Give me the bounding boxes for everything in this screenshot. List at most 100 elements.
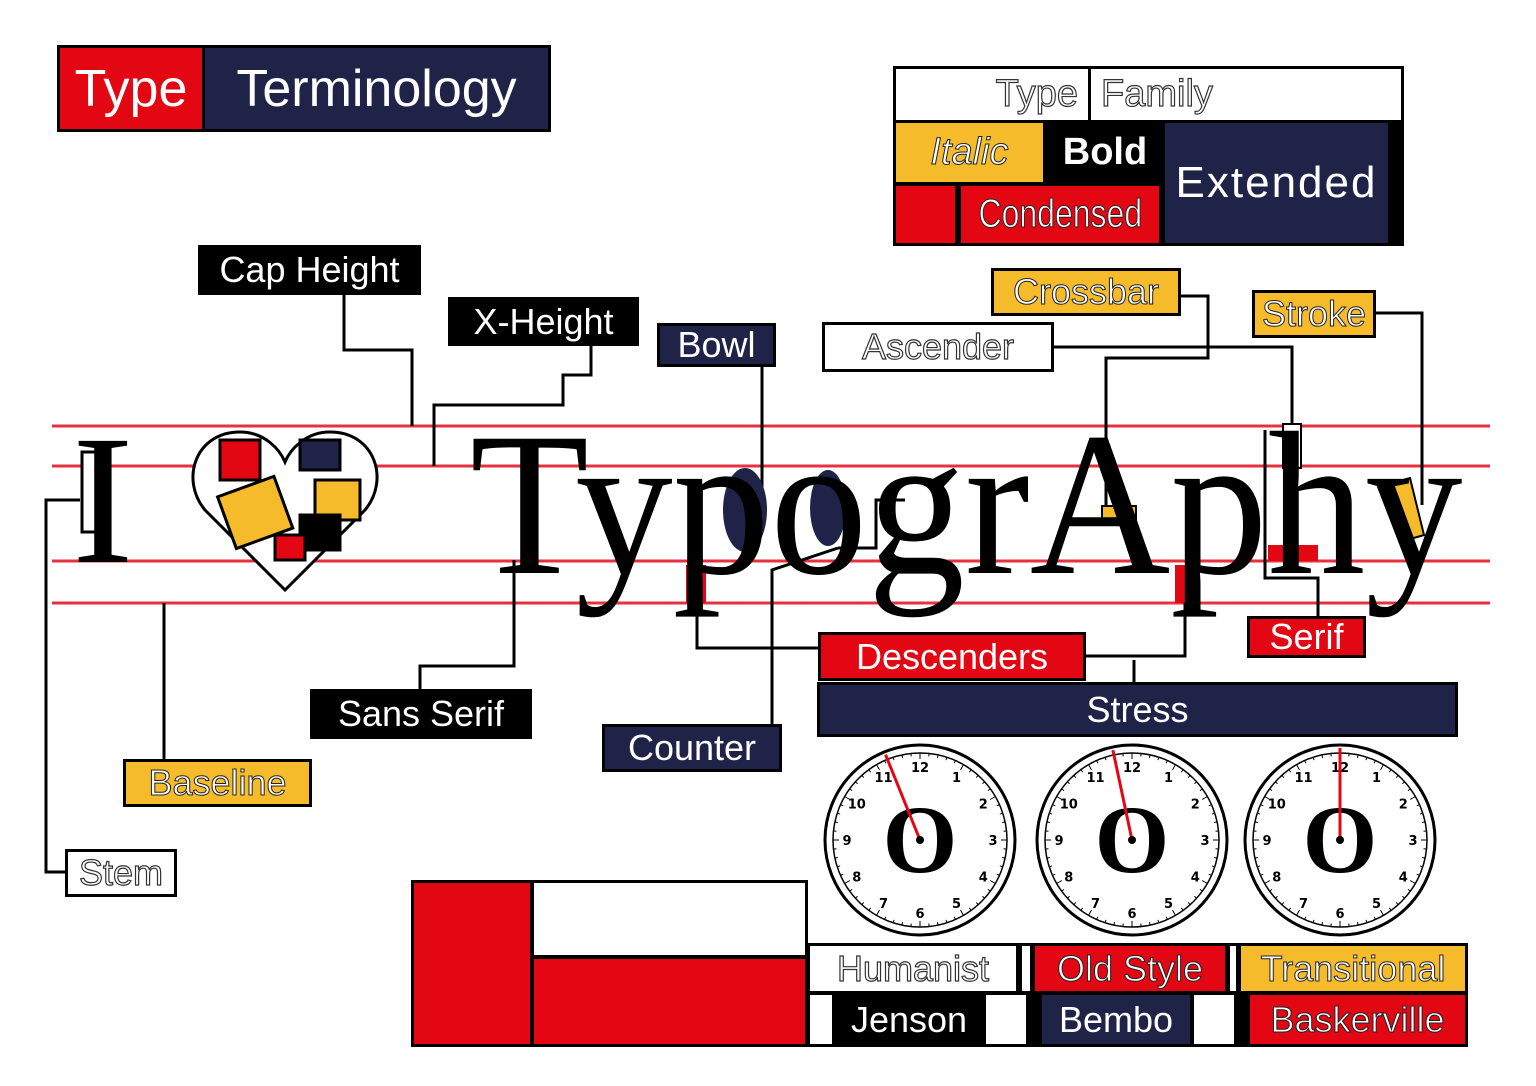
clock-number: 9	[1054, 834, 1063, 849]
clock-number: 5	[1164, 897, 1173, 912]
clock-center	[916, 836, 924, 844]
mondrian-red-bottom	[534, 959, 805, 1044]
bowl-highlight	[723, 468, 767, 552]
white-strip	[810, 995, 832, 1044]
clock-tick	[1061, 888, 1065, 892]
clock-tick	[989, 796, 996, 800]
clock-tick	[1199, 888, 1203, 892]
clock-tick	[1056, 796, 1063, 800]
clock-tick	[1052, 873, 1056, 876]
clock-tick	[1187, 775, 1191, 778]
label-stem: Stem	[65, 849, 177, 897]
clock-tick	[1288, 769, 1292, 773]
clock-tick	[1409, 880, 1416, 884]
clock-tick	[975, 775, 979, 778]
clock-number: 6	[915, 907, 924, 922]
label-cap-height: Cap Height	[198, 245, 421, 295]
clock-tick	[1365, 757, 1368, 761]
clock-tick	[1056, 880, 1063, 884]
clock-tick	[1281, 775, 1285, 778]
clock-tick	[1046, 821, 1050, 824]
specimen-word: TypogrAphy	[470, 391, 1463, 618]
clock-tick	[1312, 919, 1315, 923]
label-stress: Stress	[817, 682, 1458, 737]
clock-tick	[1073, 775, 1077, 778]
clock-tick	[936, 922, 939, 926]
clock-number: 3	[988, 834, 997, 849]
condensed-text: Condensed	[978, 192, 1142, 237]
clock-tick	[987, 788, 991, 792]
clock-tick	[1264, 796, 1271, 800]
clock-tick	[1187, 902, 1191, 905]
clock-tick	[945, 919, 948, 923]
clock-tick	[1416, 873, 1420, 876]
clock-number: 8	[1272, 871, 1281, 886]
label-baseline: Baseline	[123, 759, 312, 807]
clock-number: 6	[1127, 907, 1136, 922]
clock-tick	[1096, 916, 1099, 920]
clock-tick	[953, 916, 956, 920]
clock-tick	[1388, 907, 1392, 911]
clock-number: 1	[1372, 771, 1381, 786]
clock-tick	[996, 873, 1000, 876]
clock-tick	[840, 873, 844, 876]
clock-tick	[1080, 907, 1084, 911]
clock-tick	[1061, 788, 1065, 792]
clock-tick	[892, 919, 895, 923]
label-bowl: Bowl	[657, 323, 776, 367]
counter-highlight	[810, 470, 846, 546]
clock-tick	[837, 865, 841, 868]
clock-tick	[1067, 895, 1070, 899]
style-jenson: Jenson	[834, 995, 984, 1044]
clock-tick	[1049, 812, 1053, 815]
clock-tick	[1201, 796, 1208, 800]
clock-tick	[1395, 775, 1399, 778]
clock-tick	[849, 788, 853, 792]
style-humanist: Humanist	[810, 946, 1016, 991]
clock-tick	[1402, 895, 1405, 899]
clock-tick	[1380, 909, 1384, 916]
clock-tick	[849, 888, 853, 892]
clock-number: 5	[952, 897, 961, 912]
stress-axis-hand	[1111, 749, 1134, 841]
clock-tick	[1373, 760, 1376, 764]
clock-tick	[892, 757, 895, 761]
type-family-extended: Extended	[1165, 123, 1388, 243]
mondrian-white-top	[534, 883, 805, 955]
clock-tick	[834, 821, 838, 824]
clock-tick	[968, 769, 972, 773]
clock-number: 3	[1200, 834, 1209, 849]
heart-icon	[191, 430, 379, 593]
clock-tick	[1373, 916, 1376, 920]
clock-tick	[960, 909, 964, 916]
mondrian-red-left	[414, 883, 530, 1044]
clock-tick	[855, 781, 858, 785]
clock-tick	[1260, 873, 1264, 876]
clock-tick	[884, 760, 887, 764]
clock-number: 3	[1408, 834, 1417, 849]
clock-number: 5	[1372, 897, 1381, 912]
clock-tick	[868, 769, 872, 773]
clock-tick	[840, 804, 844, 807]
title-type: Type	[57, 45, 205, 132]
clock-tick	[1296, 909, 1300, 916]
clock-tick	[1407, 788, 1411, 792]
clock-tick	[1208, 873, 1212, 876]
clock-tick	[1422, 821, 1426, 824]
clock-number: 2	[979, 798, 988, 813]
clock-tick	[837, 812, 841, 815]
label-crossbar: Crossbar	[991, 268, 1181, 316]
clock-tick	[1409, 796, 1416, 800]
clock-number: 6	[1335, 907, 1344, 922]
clock-center	[1336, 836, 1344, 844]
clock-number: 10	[1268, 798, 1286, 813]
clock-tick	[1257, 812, 1261, 815]
clock-tick	[999, 865, 1003, 868]
white-strip	[1194, 995, 1234, 1044]
clock-tick	[945, 757, 948, 761]
clock-tick	[1288, 907, 1292, 911]
clock-number: 8	[852, 871, 861, 886]
style-bembo: Bembo	[1042, 995, 1190, 1044]
